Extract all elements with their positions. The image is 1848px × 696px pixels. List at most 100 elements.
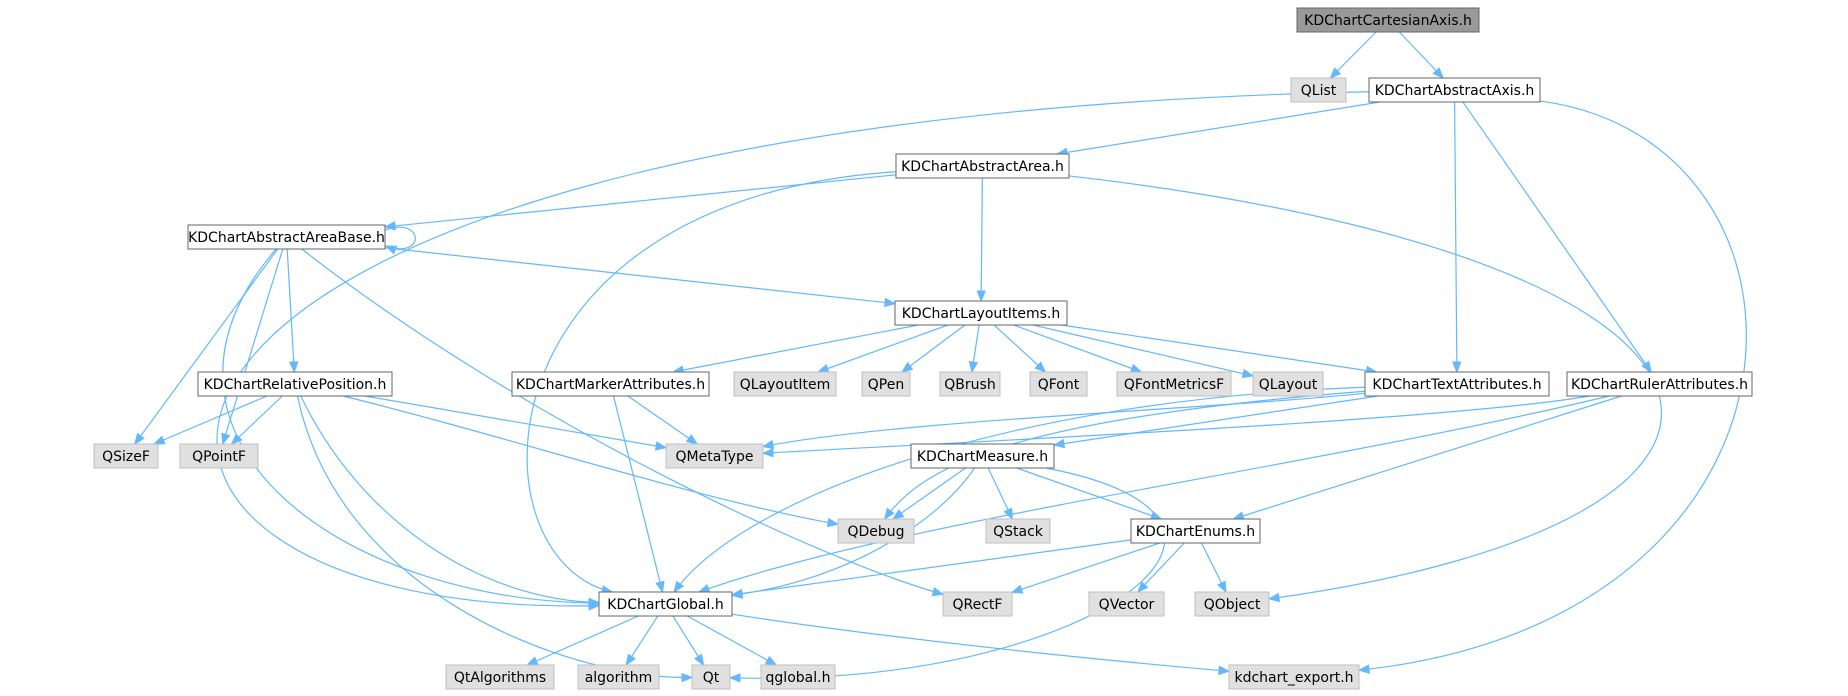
edge-layoutitems-to-qbrush: [968, 324, 980, 374]
edge-arrowhead: [681, 672, 694, 683]
node-box: [1088, 591, 1165, 617]
edge-arrowhead: [133, 432, 145, 446]
node-box: [179, 443, 259, 469]
node-relpos[interactable]: KDChartRelativePosition.h: [197, 371, 393, 397]
edge-arrowhead: [883, 507, 895, 521]
node-textattr[interactable]: KDChartTextAttributes.h: [1364, 371, 1550, 397]
edge-line: [231, 395, 283, 445]
node-qfont: QFont: [1029, 371, 1088, 397]
node-abstractaxis[interactable]: KDChartAbstractAxis.h: [1368, 77, 1541, 103]
node-box: [598, 591, 733, 617]
node-qpen: QPen: [861, 371, 911, 397]
node-box: [511, 371, 710, 397]
node-label: KDChartGlobal.h: [607, 597, 723, 613]
edge-areabase-to-qsizef: [133, 248, 279, 446]
node-qfontmetricsf: QFontMetricsF: [1116, 371, 1232, 397]
node-box: [93, 443, 159, 469]
edge-enums-to-global: [730, 539, 1132, 599]
edge-line: [222, 248, 284, 445]
edge-global-to-qt: [672, 615, 705, 667]
edge-line: [301, 248, 944, 595]
edge-line: [686, 615, 777, 666]
edge-arrowhead: [693, 653, 705, 667]
node-label: Qt: [703, 670, 720, 686]
edge-textattr-to-qmetatype: [761, 392, 1366, 450]
node-abstractarea[interactable]: KDChartAbstractArea.h: [895, 153, 1070, 179]
node-global[interactable]: KDChartGlobal.h: [598, 591, 733, 617]
edge-global-to-qglobal: [686, 615, 778, 666]
node-box: [939, 371, 1001, 397]
edge-relpos-to-qmetatype: [364, 395, 668, 451]
node-cartesian[interactable]: KDChartCartesianAxis.h: [1296, 7, 1480, 33]
edge-arrowhead: [1010, 584, 1024, 594]
node-qmetatype: QMetaType: [665, 443, 764, 469]
node-qlist: QList: [1290, 77, 1347, 103]
node-qvector: QVector: [1088, 591, 1165, 617]
node-box: [1290, 77, 1347, 103]
node-box: [577, 664, 660, 690]
edge-layoutitems-to-qfontmetricsf: [1013, 324, 1143, 373]
edge-enums-to-qvector: [1136, 542, 1185, 593]
edge-arrowhead: [884, 297, 897, 308]
node-rulerattr[interactable]: KDChartRulerAttributes.h: [1566, 371, 1753, 397]
edge-line: [296, 395, 693, 679]
edge-arrowhead: [673, 580, 685, 594]
node-label: qglobal.h: [766, 670, 831, 686]
edge-line: [526, 615, 639, 666]
edge-global-to-qtalgorithms: [525, 615, 639, 666]
edge-arrowhead: [931, 586, 945, 597]
edge-layoutitems-to-qfont: [993, 324, 1047, 373]
edge-abstractaxis-to-rulerattr: [1462, 101, 1652, 374]
edge-arrowhead: [826, 517, 840, 528]
node-box: [1130, 518, 1261, 544]
node-box: [197, 371, 393, 397]
edge-line: [1462, 101, 1652, 373]
edge-marker-to-qmetatype: [627, 395, 699, 445]
edge-arrowhead: [152, 435, 166, 445]
node-measure[interactable]: KDChartMeasure.h: [910, 443, 1055, 469]
node-box: [1194, 591, 1270, 617]
edge-line: [384, 174, 897, 228]
edge-line: [286, 248, 295, 373]
node-label: QList: [1301, 83, 1337, 99]
edge-arrowhead: [891, 509, 905, 520]
edge-line: [1137, 542, 1185, 593]
node-box: [894, 300, 1068, 326]
edge-measure-to-qdebug: [891, 467, 966, 520]
edge-arrowhead: [697, 583, 711, 593]
edge-areabase-to-layoutitems: [384, 247, 897, 308]
edge-line: [762, 392, 1366, 448]
node-label: KDChartLayoutItems.h: [902, 306, 1061, 322]
edge-line: [134, 248, 279, 445]
edge-abstractarea-to-layoutitems: [976, 177, 986, 303]
node-areabase[interactable]: KDChartAbstractAreaBase.h: [187, 224, 386, 250]
edge-relpos-to-global: [300, 395, 601, 608]
node-marker[interactable]: KDChartMarkerAttributes.h: [511, 371, 710, 397]
node-label: QFont: [1038, 377, 1080, 393]
node-label: KDChartAbstractAxis.h: [1375, 83, 1535, 99]
edge-line: [673, 324, 919, 373]
edge-line: [384, 247, 896, 305]
edge-arrowhead: [384, 245, 398, 255]
edge-line: [222, 248, 600, 604]
node-label: algorithm: [585, 670, 653, 686]
node-box: [1228, 664, 1360, 690]
node-qt: Qt: [691, 664, 731, 690]
node-box: [837, 518, 915, 544]
edge-arrowhead: [1267, 592, 1281, 603]
edge-line: [1056, 101, 1381, 155]
edge-line: [1329, 31, 1377, 79]
node-layoutitems[interactable]: KDChartLayoutItems.h: [894, 300, 1068, 326]
node-algorithm: algorithm: [577, 664, 660, 690]
edge-marker-to-global: [612, 395, 665, 594]
edge-line: [1016, 467, 1162, 520]
edge-areabase-to-qpointf: [221, 248, 284, 446]
edge-arrowhead: [525, 656, 539, 666]
edge-arrowhead: [764, 655, 778, 666]
edge-arrowhead: [976, 290, 986, 303]
node-label: QPointF: [192, 449, 246, 465]
node-enums[interactable]: KDChartEnums.h: [1130, 518, 1261, 544]
edge-textattr-to-global: [673, 386, 1366, 594]
edge-arrowhead: [816, 363, 830, 373]
edge-line: [627, 395, 698, 445]
